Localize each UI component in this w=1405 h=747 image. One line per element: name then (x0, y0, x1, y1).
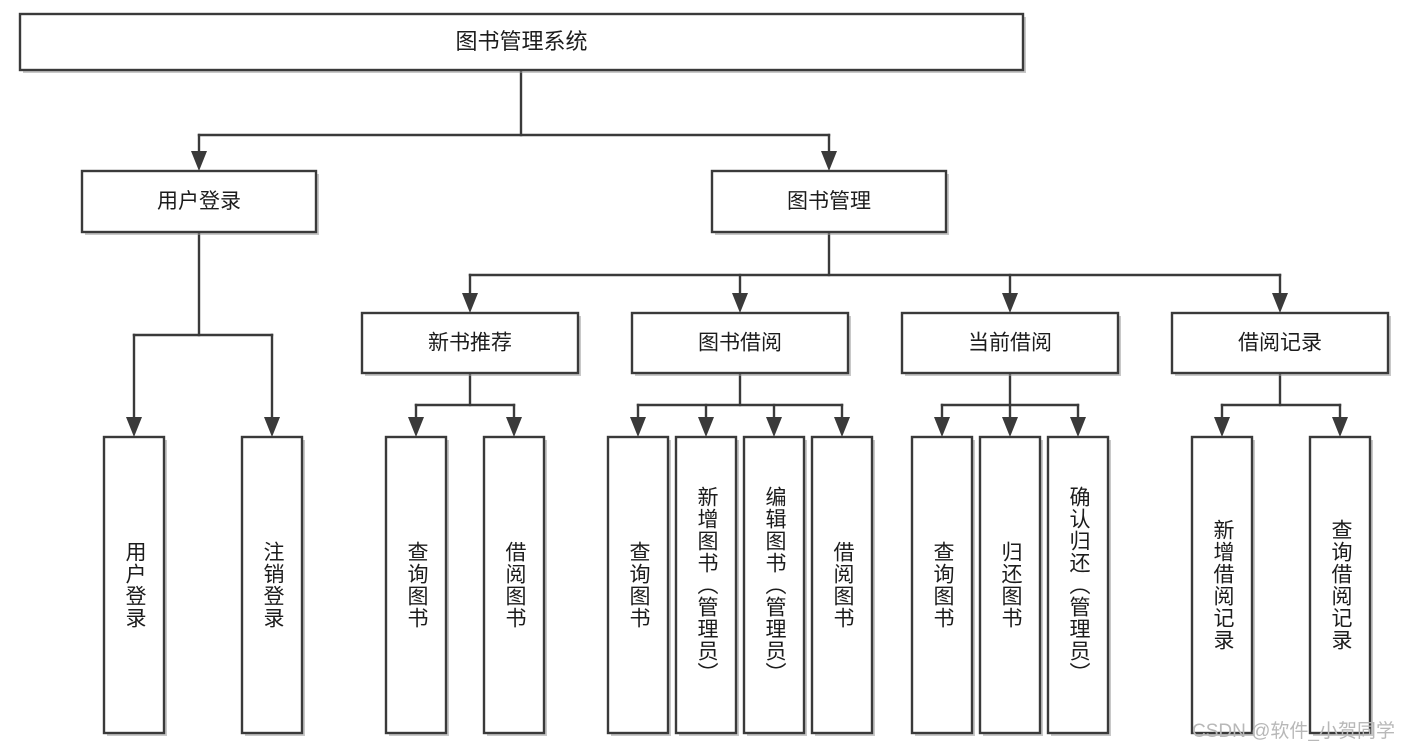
box-outline (360, 311, 580, 375)
arrow-head-icon (1002, 293, 1018, 313)
node-leaf-6[interactable] (742, 435, 807, 736)
node-leaf-label-7: 借阅图书 (831, 541, 855, 629)
node-leaf-7[interactable] (810, 435, 875, 736)
arrow-head-icon (732, 293, 748, 313)
arrow-head-icon (126, 417, 142, 437)
node-level3-label-1: 图书借阅 (698, 332, 782, 355)
arrow-head-icon (462, 293, 478, 313)
node-leaf-label-0: 用户登录 (123, 541, 147, 629)
box-outline (606, 435, 670, 735)
arrow-head-icon (408, 417, 424, 437)
box-outline (482, 435, 546, 735)
arrow-head-icon (834, 417, 850, 437)
box-outline (742, 435, 806, 735)
box-outline (384, 435, 448, 735)
arrow-head-icon (1002, 417, 1018, 437)
node-leaf-12[interactable] (1308, 435, 1373, 736)
box-outline (900, 311, 1120, 375)
node-leaf-label-8: 查询图书 (931, 541, 955, 629)
node-level3-0[interactable] (360, 311, 581, 376)
node-leaf-label-11: 新增借阅记录 (1211, 519, 1235, 651)
node-leaf-5[interactable] (674, 435, 739, 736)
node-level3-1[interactable] (630, 311, 851, 376)
node-leaf-label-6: 编辑图书（管理员） (763, 486, 787, 684)
node-leaf-label-1: 注销登录 (261, 541, 285, 629)
node-leaf-label-10: 确认归还（管理员） (1067, 486, 1091, 684)
box-outline (810, 435, 874, 735)
node-level2-1[interactable] (710, 169, 949, 235)
node-level2-0[interactable] (80, 169, 319, 235)
box-outline (240, 435, 304, 735)
box-outline (630, 311, 850, 375)
node-leaf-9[interactable] (978, 435, 1043, 736)
node-leaf-1[interactable] (240, 435, 305, 736)
box-outline (80, 169, 318, 234)
connector-layer (126, 68, 1348, 437)
node-box-layer (18, 12, 1391, 736)
node-leaf-10[interactable] (1046, 435, 1111, 736)
box-outline (1190, 435, 1254, 735)
node-leaf-label-3: 借阅图书 (503, 541, 527, 629)
arrow-head-icon (766, 417, 782, 437)
node-leaf-2[interactable] (384, 435, 449, 736)
box-outline (1170, 311, 1390, 375)
box-outline (978, 435, 1042, 735)
arrow-head-icon (1214, 417, 1230, 437)
watermark-text: CSDN @软件_小贺同学 (1192, 721, 1395, 742)
node-level3-label-0: 新书推荐 (428, 332, 512, 355)
node-leaf-label-4: 查询图书 (627, 541, 651, 629)
arrow-head-icon (1070, 417, 1086, 437)
box-outline (674, 435, 738, 735)
node-leaf-label-9: 归还图书 (999, 541, 1023, 629)
arrow-head-icon (1272, 293, 1288, 313)
box-outline (1308, 435, 1372, 735)
node-level3-3[interactable] (1170, 311, 1391, 376)
arrow-head-icon (698, 417, 714, 437)
node-level2-label-1: 图书管理 (787, 190, 871, 213)
node-level3-label-3: 借阅记录 (1238, 332, 1322, 355)
node-leaf-0[interactable] (102, 435, 167, 736)
node-level3-2[interactable] (900, 311, 1121, 376)
arrow-head-icon (264, 417, 280, 437)
arrow-head-icon (934, 417, 950, 437)
arrow-head-icon (821, 151, 837, 171)
arrow-head-icon (1332, 417, 1348, 437)
arrow-head-icon (191, 151, 207, 171)
node-leaf-3[interactable] (482, 435, 547, 736)
box-outline (710, 169, 948, 234)
box-outline (18, 12, 1025, 72)
box-outline (910, 435, 974, 735)
node-leaf-label-12: 查询借阅记录 (1329, 519, 1353, 651)
node-root-label: 图书管理系统 (455, 29, 587, 54)
node-level2-label-0: 用户登录 (157, 190, 241, 213)
node-leaf-label-5: 新增图书（管理员） (695, 486, 719, 684)
node-level3-label-2: 当前借阅 (968, 332, 1052, 355)
node-root[interactable] (18, 12, 1026, 73)
node-leaf-4[interactable] (606, 435, 671, 736)
node-leaf-label-2: 查询图书 (405, 541, 429, 629)
box-outline (1046, 435, 1110, 735)
box-outline (102, 435, 166, 735)
node-leaf-8[interactable] (910, 435, 975, 736)
node-leaf-11[interactable] (1190, 435, 1255, 736)
arrow-head-icon (506, 417, 522, 437)
arrow-head-icon (630, 417, 646, 437)
